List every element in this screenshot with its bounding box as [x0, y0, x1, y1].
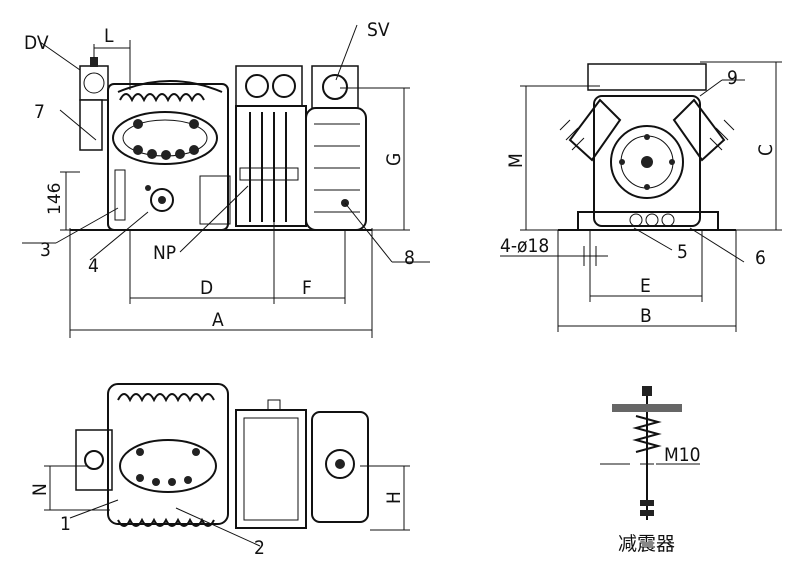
- discharge-valve: [79, 57, 109, 151]
- compressor-body: [107, 80, 231, 231]
- label-9: 9: [727, 67, 738, 89]
- label-6: 6: [755, 247, 766, 269]
- label-3: 3: [40, 239, 51, 261]
- suction-end: [305, 65, 367, 231]
- callout-labels: DV L SV 7 146 3 4 NP 8 D F A G 9 M C 4-ø…: [24, 19, 777, 559]
- label-np: NP: [153, 242, 176, 264]
- label-c: C: [755, 144, 777, 156]
- label-7: 7: [34, 101, 45, 123]
- label-sv: SV: [367, 19, 390, 41]
- label-e: E: [640, 275, 651, 297]
- label-m: M: [505, 153, 527, 168]
- front-view: [500, 61, 782, 332]
- label-b: B: [640, 305, 652, 327]
- label-l: L: [104, 25, 114, 47]
- side-view: [22, 24, 430, 338]
- damper-detail: [600, 386, 700, 520]
- label-f: F: [302, 277, 312, 299]
- label-n: N: [29, 483, 51, 496]
- label-dv: DV: [24, 32, 49, 54]
- label-h: H: [383, 491, 405, 504]
- label-5: 5: [677, 241, 688, 263]
- label-d: D: [200, 277, 213, 299]
- label-a: A: [212, 309, 224, 331]
- label-8: 8: [404, 247, 415, 269]
- label-4: 4: [88, 255, 99, 277]
- label-holes: 4-ø18: [500, 235, 549, 257]
- label-2: 2: [254, 537, 265, 559]
- label-g: G: [383, 153, 405, 166]
- label-146: 146: [45, 183, 65, 215]
- label-1: 1: [60, 513, 71, 535]
- label-m10: M10: [664, 444, 701, 466]
- label-damper: 减震器: [618, 533, 675, 555]
- motor-housing: [235, 65, 307, 227]
- top-view: [44, 383, 410, 547]
